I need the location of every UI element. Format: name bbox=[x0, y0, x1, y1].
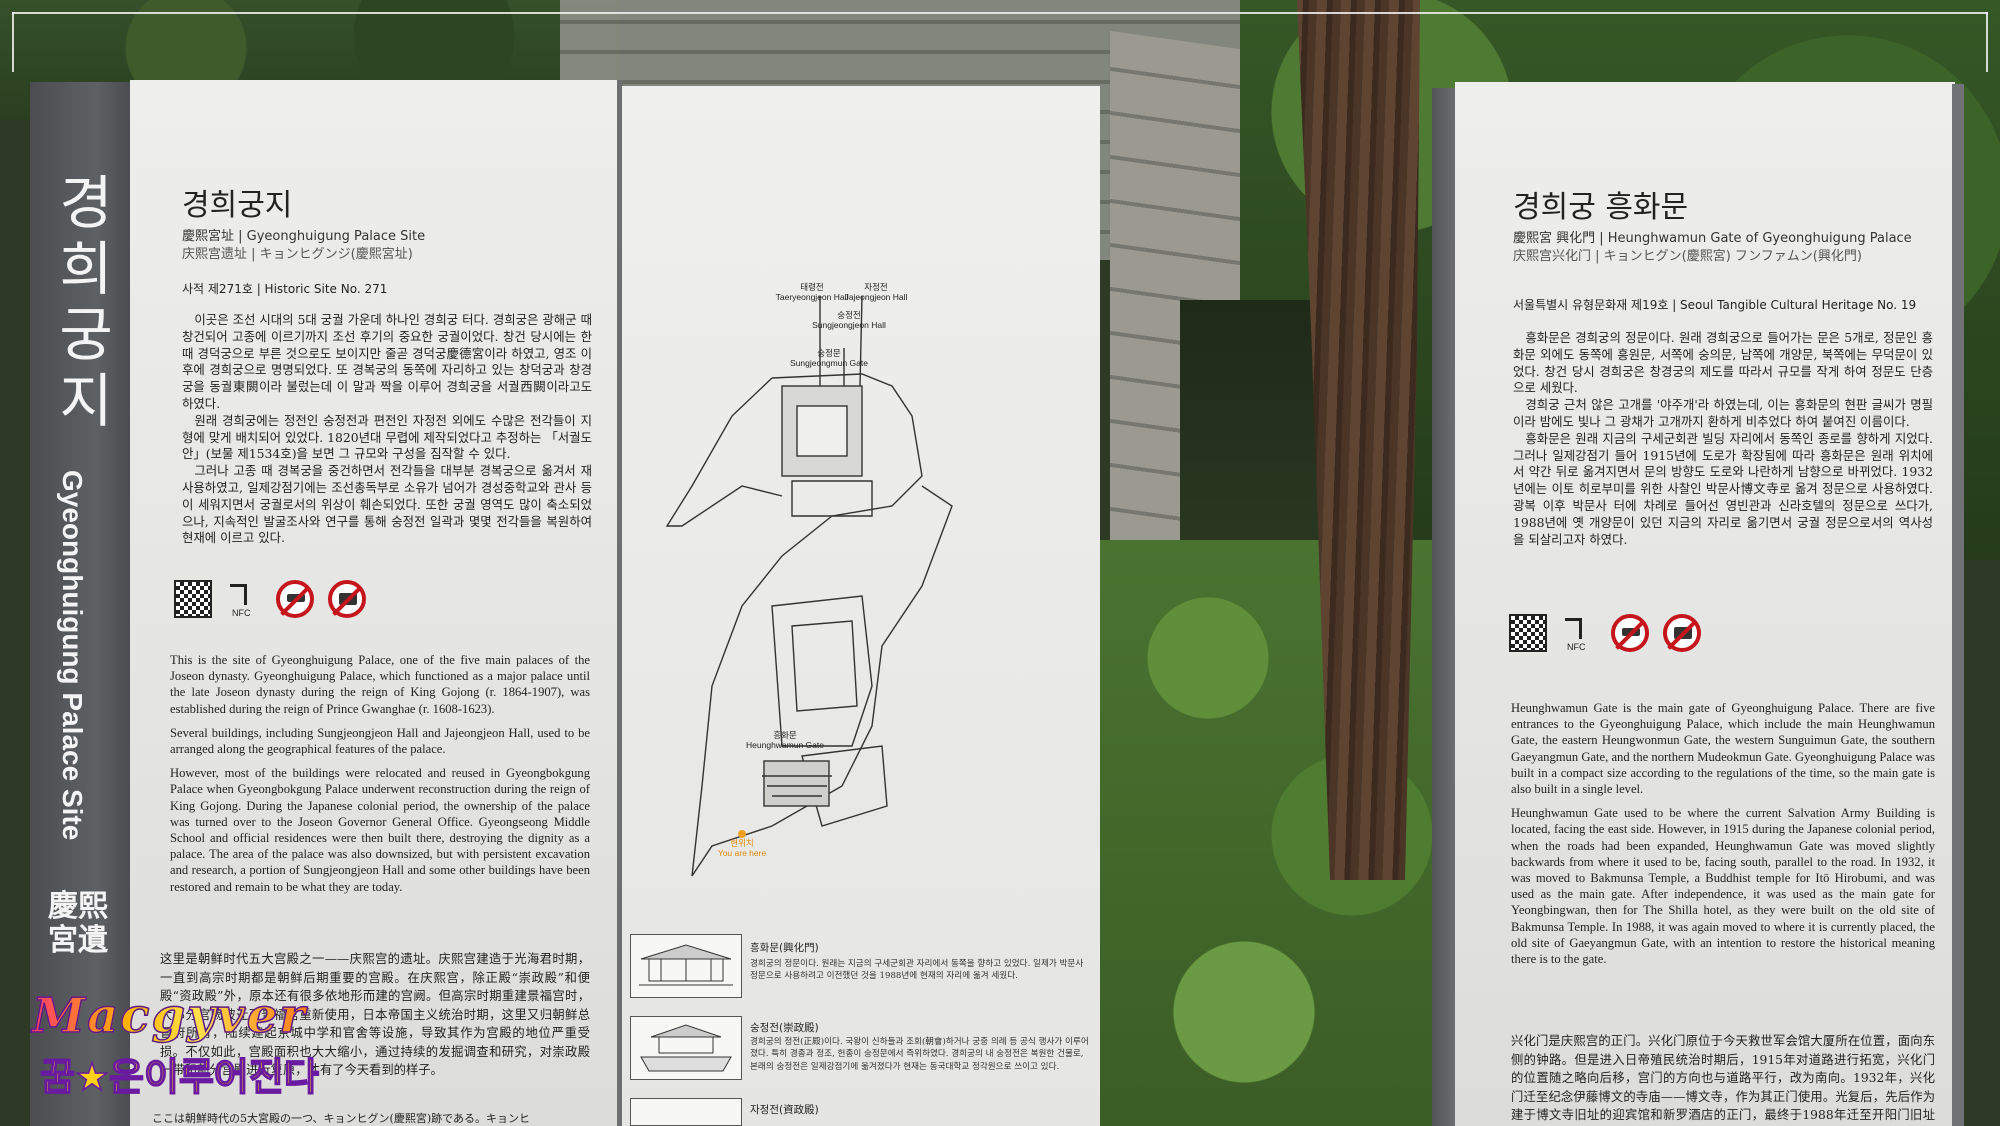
parking-area bbox=[771, 595, 873, 747]
panel-divider bbox=[617, 80, 623, 1126]
road-outline bbox=[691, 485, 953, 877]
label-kr: 숭정전 bbox=[837, 310, 861, 320]
label-en: Jajeongjeon Hall bbox=[844, 292, 908, 302]
korean-description: 흥화문은 경희궁의 정문이다. 원래 경희궁으로 들어가는 문은 5개로, 정문… bbox=[1513, 330, 1933, 548]
left-sign-text-panel: 경희궁지 慶熙宮址 | Gyeonghuigung Palace Site 庆熙… bbox=[130, 80, 620, 1126]
english-description: This is the site of Gyeonghuigung Palace… bbox=[170, 652, 590, 903]
legend-title: 자정전(資政殿) bbox=[750, 1104, 819, 1116]
label-en: Taeryeongjeon Hall bbox=[775, 292, 849, 302]
no-camera-icon bbox=[328, 580, 366, 618]
en-paragraph: This is the site of Gyeonghuigung Palace… bbox=[170, 653, 590, 716]
legend-title: 숭정전(崇政殿) bbox=[750, 1022, 819, 1034]
heunghwamun-roof bbox=[763, 760, 830, 807]
en-paragraph: However, most of the buildings were relo… bbox=[170, 766, 590, 894]
right-sign-edge bbox=[1432, 88, 1458, 1126]
frame-border-right bbox=[1986, 12, 1988, 72]
vertical-title-english: Gyeonghuigung Palace Site bbox=[57, 470, 88, 841]
kr-paragraph: 그러나 고종 때 경복궁을 중건하면서 전각들을 대부분 경복궁으로 옮겨서 재… bbox=[182, 463, 592, 546]
hall-drawing-icon bbox=[640, 1024, 732, 1072]
icon-row: NFC bbox=[1509, 614, 1701, 652]
vertical-title-korean: 경희궁지 bbox=[59, 169, 113, 435]
label-kr: 현위치 bbox=[730, 838, 754, 848]
sign-subtitle-cn-jp: 庆熙宫兴化门 | キョンヒグン(慶熙宮) フンファムン(興化門) bbox=[1513, 249, 1862, 264]
right-sign-side bbox=[1952, 84, 1964, 1126]
sign-title: 경희궁 흥화문 bbox=[1513, 190, 1689, 225]
palace-map bbox=[665, 295, 953, 877]
en-paragraph: Heunghwamun Gate used to be where the cu… bbox=[1511, 806, 1935, 967]
korean-description: 이곳은 조선 시대의 5대 궁궐 가운데 하나인 경희궁 터다. 경희궁은 광해… bbox=[182, 312, 592, 547]
left-sign-post bbox=[30, 82, 140, 1126]
legend-text: 경희궁의 정문이다. 원래는 지금의 구세군회관 자리에서 동쪽을 향하고 있었… bbox=[750, 959, 1084, 982]
sungjeongjeon-illustration bbox=[630, 1016, 742, 1080]
sign-subtitle-cn-jp: 庆熙宫遗址 | キョンヒグンジ(慶熙宮址) bbox=[182, 247, 413, 262]
english-description: Heunghwamun Gate is the main gate of Gye… bbox=[1511, 700, 1935, 975]
label-en: You are here bbox=[717, 848, 767, 858]
nfc-icon[interactable]: NFC bbox=[1561, 614, 1597, 652]
label-kr: 흥화문 bbox=[773, 730, 797, 740]
palace-boundary bbox=[665, 373, 923, 877]
legend-jajeongjeon: 자정전(資政殿) bbox=[630, 1098, 1090, 1126]
right-sign-panel: 경희궁 흥화문 慶熙宮 興化門 | Heunghwamun Gate of Gy… bbox=[1455, 82, 1955, 1126]
label-kr: 숭정문 bbox=[817, 348, 841, 358]
vertical-title-hanja: 慶熙宮遺 bbox=[48, 889, 108, 958]
inner-courtyard bbox=[796, 405, 848, 457]
heunghwamun-illustration bbox=[630, 934, 742, 998]
nfc-icon[interactable]: NFC bbox=[226, 580, 262, 618]
heritage-number: 서울특별시 유형문화재 제19호 | Seoul Tangible Cultur… bbox=[1513, 298, 1917, 312]
kr-paragraph: 이곳은 조선 시대의 5대 궁궐 가운데 하나인 경희궁 터다. 경희궁은 광해… bbox=[182, 312, 592, 411]
lower-courtyard bbox=[791, 480, 873, 517]
kr-paragraph: 원래 경희궁에는 정전인 숭정전과 편전인 자정전 외에도 수많은 전각들이 지… bbox=[182, 412, 592, 462]
chinese-description: 兴化门是庆熙宫的正门。兴化门原位于今天救世军会馆大厦所在位置，面向东侧的钟路。但… bbox=[1511, 1034, 1935, 1122]
watermark-slogan: 꿈★은이루어진다 bbox=[39, 1054, 319, 1100]
you-are-here-marker bbox=[738, 830, 746, 838]
heunghwamun-roofline bbox=[762, 775, 832, 797]
label-kr: 자정전 bbox=[864, 282, 888, 292]
jajeongjeon-illustration bbox=[630, 1098, 742, 1126]
frame-border-left bbox=[12, 12, 14, 72]
legend-heunghwamun: 흥화문(興化門) 경희궁의 정문이다. 원래는 지금의 구세군회관 자리에서 동… bbox=[630, 934, 1090, 1004]
label-en: Sungjeongjeon Hall bbox=[812, 320, 886, 330]
site-number: 사적 제271호 | Historic Site No. 271 bbox=[182, 282, 388, 296]
label-en: Sungjeongmun Gate bbox=[790, 358, 868, 368]
chinese-description: 这里是朝鲜时代五大宫殿之一——庆熙宫的遗址。庆熙宫建造于光海君时期，一直到高宗时… bbox=[160, 952, 590, 1077]
legend-sungjeongjeon: 숭정전(崇政殿) 경희궁의 정전(正殿)이다. 국왕이 신하들과 조회(朝會)하… bbox=[630, 1016, 1090, 1086]
no-smoking-icon bbox=[1611, 614, 1649, 652]
label-en: Heunghwamun Gate bbox=[746, 740, 824, 750]
icon-row: NFC bbox=[174, 580, 366, 618]
label-kr: 태령전 bbox=[800, 282, 824, 292]
sign-subtitle: 慶熙宮址 | Gyeonghuigung Palace Site bbox=[182, 229, 426, 244]
sign-subtitle: 慶熙宮 興化門 | Heunghwamun Gate of Gyeonghuig… bbox=[1513, 231, 1912, 246]
kr-paragraph: 경희궁 근처 않은 고개를 '야주개'라 하였는데, 이는 흥화문의 현판 글씨… bbox=[1513, 397, 1933, 429]
gate-drawing-icon bbox=[639, 944, 733, 986]
kr-paragraph: 흥화문은 원래 지금의 구세군회관 빌딩 자리에서 동쪽인 종로를 향하게 지었… bbox=[1513, 430, 1933, 547]
no-smoking-icon bbox=[276, 580, 314, 618]
no-camera-icon bbox=[1663, 614, 1701, 652]
label-leader bbox=[819, 295, 863, 387]
watermark-logo: Macgyver bbox=[31, 987, 307, 1045]
frame-border-top bbox=[12, 12, 1988, 14]
sign-title: 경희궁지 bbox=[182, 188, 293, 223]
en-paragraph: Several buildings, including Sungjeongje… bbox=[170, 725, 590, 757]
garden-plot bbox=[791, 620, 858, 712]
qr-code-icon[interactable] bbox=[174, 580, 212, 618]
japanese-description: ここは朝鮮時代の5大宮殿の一つ、キョンヒグン(慶熙宮)跡である。キョンヒ bbox=[152, 1112, 531, 1125]
en-paragraph: Heunghwamun Gate is the main gate of Gye… bbox=[1511, 701, 1935, 797]
kr-paragraph: 흥화문은 경희궁의 정문이다. 원래 경희궁으로 들어가는 문은 5개로, 정문… bbox=[1513, 330, 1933, 396]
legend-text: 경희궁의 정전(正殿)이다. 국왕이 신하들과 조회(朝會)하거나 궁중 의례 … bbox=[750, 1037, 1089, 1072]
legend-title: 흥화문(興化門) bbox=[750, 942, 819, 954]
qr-code-icon[interactable] bbox=[1509, 614, 1547, 652]
